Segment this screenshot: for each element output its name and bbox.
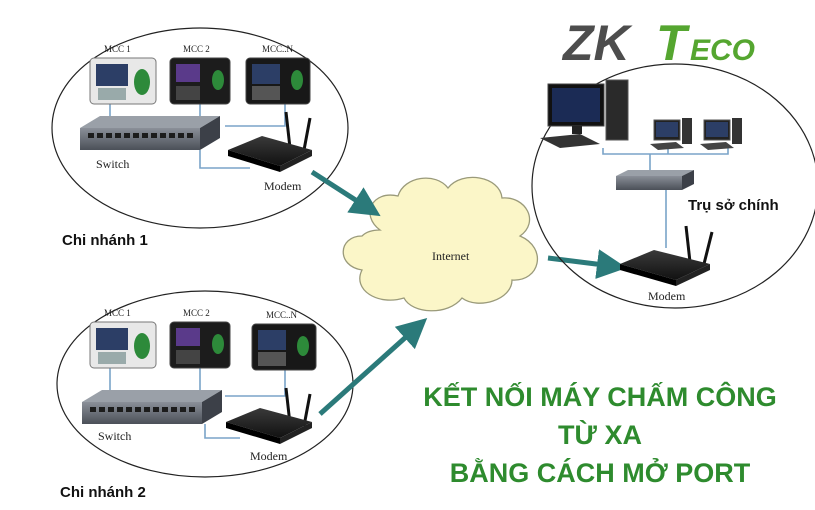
device-mcc-2-icon bbox=[169, 57, 231, 105]
branch-1-wires bbox=[109, 104, 286, 169]
svg-text:T: T bbox=[656, 15, 691, 71]
device-mcc-n-label: MCC..N bbox=[266, 310, 298, 320]
branch-1-label: Chi nhánh 1 bbox=[62, 232, 148, 249]
branch-2-boundary bbox=[56, 290, 354, 478]
branch-1-modem-label: Modem bbox=[264, 179, 302, 193]
branch-2: MCC 1 MCC 2 MCC..N bbox=[56, 290, 354, 478]
device-mcc-1-icon bbox=[89, 321, 157, 369]
device-mcc-2-label: MCC 2 bbox=[183, 44, 210, 54]
arrow-branch1-to-internet bbox=[310, 169, 381, 217]
device-mcc-n-icon bbox=[245, 57, 311, 105]
branch-2-switch-icon bbox=[82, 390, 222, 424]
device-mcc-n-icon bbox=[251, 323, 317, 371]
diagram-title: KẾT NỐI MÁY CHẤM CÔNG TỪ XA BẰNG CÁCH MỞ… bbox=[423, 380, 777, 488]
workstation-2-icon bbox=[700, 118, 742, 150]
head-office: Modem bbox=[531, 63, 815, 309]
server-computer-icon bbox=[540, 79, 629, 148]
arrow-internet-to-hq bbox=[547, 249, 627, 280]
branch-1-modem-icon bbox=[228, 111, 312, 172]
hq-modem-label: Modem bbox=[648, 289, 686, 303]
branch-1: MCC 1 MCC 2 MCC..N bbox=[51, 27, 349, 229]
zkteco-logo: ZK T ECO bbox=[561, 15, 755, 71]
branch-1-switch-icon bbox=[80, 116, 220, 150]
connection-arrows bbox=[310, 169, 627, 416]
cloud-icon bbox=[342, 176, 538, 312]
workstation-1-icon bbox=[650, 118, 692, 150]
branch-2-wires bbox=[109, 368, 286, 439]
title-line-1: KẾT NỐI MÁY CHẤM CÔNG bbox=[423, 380, 777, 412]
branch-2-modem-label: Modem bbox=[250, 449, 288, 463]
branch-2-label: Chi nhánh 2 bbox=[60, 484, 146, 501]
device-mcc-1-icon bbox=[89, 57, 157, 105]
head-office-label: Trụ sở chính bbox=[688, 197, 779, 214]
internet-label: Internet bbox=[432, 249, 470, 263]
title-line-3: BẰNG CÁCH MỞ PORT bbox=[450, 456, 751, 488]
branch-2-switch-label: Switch bbox=[98, 429, 131, 443]
title-line-2: TỪ XA bbox=[558, 419, 642, 450]
svg-text:ZK: ZK bbox=[561, 15, 634, 71]
branch-1-boundary bbox=[51, 27, 349, 229]
device-mcc-1-label: MCC 1 bbox=[104, 308, 131, 318]
device-mcc-2-label: MCC 2 bbox=[183, 308, 210, 318]
arrow-branch2-to-internet bbox=[318, 317, 428, 416]
branch-1-switch-label: Switch bbox=[96, 157, 129, 171]
branch-2-modem-icon bbox=[226, 387, 312, 444]
hq-switch-icon bbox=[616, 170, 694, 190]
hq-wires bbox=[602, 148, 729, 248]
device-mcc-2-icon bbox=[169, 321, 231, 369]
head-office-boundary bbox=[531, 63, 815, 309]
device-mcc-n-label: MCC..N bbox=[262, 44, 294, 54]
hq-modem-icon bbox=[620, 225, 714, 286]
internet-cloud: Internet bbox=[342, 176, 538, 312]
svg-text:ECO: ECO bbox=[690, 34, 755, 67]
device-mcc-1-label: MCC 1 bbox=[104, 44, 131, 54]
